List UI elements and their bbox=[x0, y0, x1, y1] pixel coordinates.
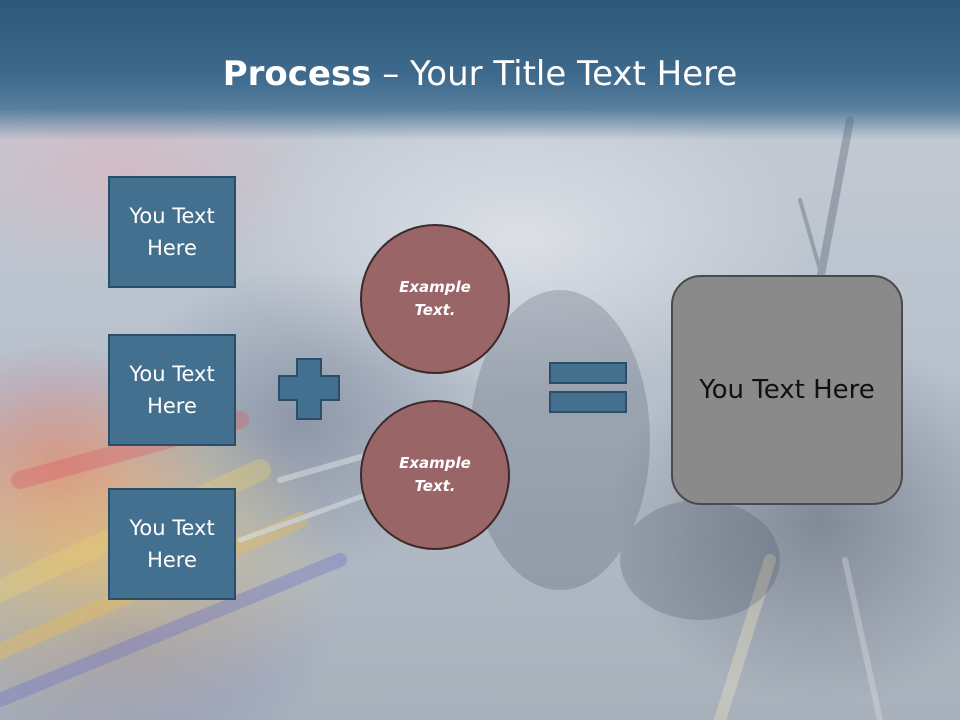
text-box-label: You Text Here bbox=[129, 362, 215, 418]
text-box-2[interactable]: You Text Here bbox=[108, 334, 236, 446]
result-label: You Text Here bbox=[699, 375, 875, 405]
result-box[interactable]: You Text Here bbox=[671, 275, 903, 505]
text-box-label: You Text Here bbox=[129, 516, 215, 572]
text-box-3[interactable]: You Text Here bbox=[108, 488, 236, 600]
example-circle-2[interactable]: Example Text. bbox=[360, 400, 510, 550]
example-circle-1[interactable]: Example Text. bbox=[360, 224, 510, 374]
title-bar bbox=[0, 0, 960, 140]
slide-title[interactable]: Process – Your Title Text Here bbox=[0, 52, 960, 96]
text-box-label: You Text Here bbox=[129, 204, 215, 260]
text-box-1[interactable]: You Text Here bbox=[108, 176, 236, 288]
title-bold: Process bbox=[222, 54, 372, 94]
title-rest: – Your Title Text Here bbox=[371, 54, 738, 94]
circle-label: Example Text. bbox=[399, 278, 471, 319]
circle-label: Example Text. bbox=[399, 454, 471, 495]
